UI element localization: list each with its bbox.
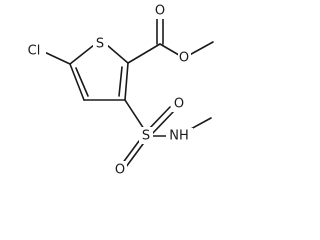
atom-oxygen-sulfonyl-top: O bbox=[174, 97, 184, 112]
atom-chlorine: Cl bbox=[28, 44, 41, 59]
bond-s-o-bottom-a bbox=[121, 140, 140, 165]
bond-s-c5 bbox=[69, 44, 95, 65]
chemical-structure: S Cl O O S O O NH bbox=[27, 3, 214, 178]
bond-s-o-bottom-b bbox=[125, 143, 144, 168]
bond-c3-sulfonyl bbox=[124, 99, 145, 130]
atom-nitrogen-amide: NH bbox=[169, 129, 189, 144]
bond-s-c2 bbox=[106, 44, 129, 64]
atom-oxygen-ester: O bbox=[179, 51, 189, 66]
atom-sulfur-ring: S bbox=[96, 37, 104, 52]
bond-c3-c2 bbox=[124, 62, 129, 101]
bond-c5-c4 bbox=[69, 63, 85, 101]
atom-oxygen-sulfonyl-bottom: O bbox=[115, 163, 125, 178]
bond-c5-c4-inner bbox=[75, 67, 89, 97]
atom-sulfur-sulfonyl: S bbox=[142, 129, 150, 144]
bond-c2-ccarbonyl bbox=[127, 43, 161, 64]
bond-s-o-top-b bbox=[150, 110, 175, 136]
bond-c3-c2-inner bbox=[118, 66, 123, 97]
atom-oxygen-carbonyl: O bbox=[155, 4, 165, 19]
